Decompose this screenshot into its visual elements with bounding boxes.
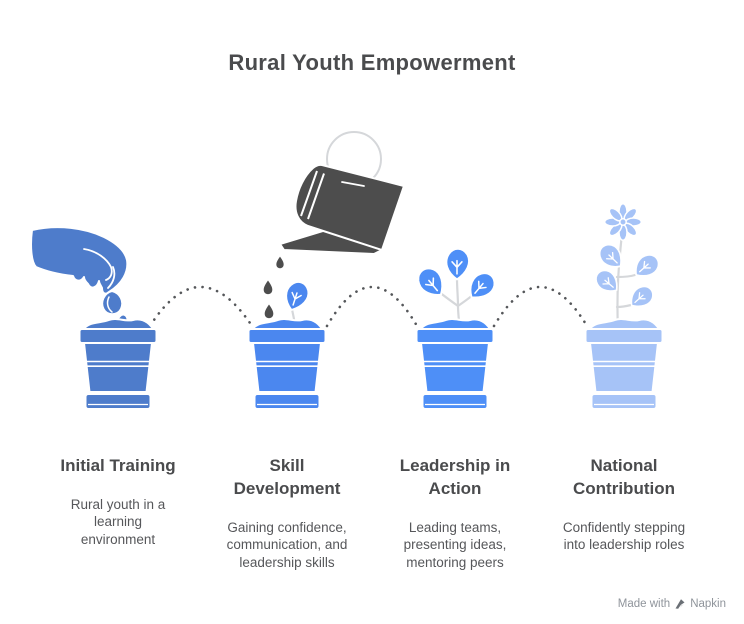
- falling-seed-icon: [101, 289, 124, 316]
- watermark-brand: Napkin: [690, 598, 726, 610]
- stage-column-1: Initial Training Rural youth in a learni…: [33, 455, 203, 549]
- hand-planting-seed-icon: [30, 226, 129, 295]
- stage-description-1: Rural youth in a learning environment: [70, 496, 166, 548]
- stage-column-2: Skill Development Gaining confidence, co…: [202, 455, 372, 572]
- flower-icon: [603, 202, 643, 242]
- connector-arcs: [148, 285, 589, 328]
- stage-heading-3: Leadership in Action: [399, 456, 511, 498]
- watering-can-icon: [279, 131, 405, 255]
- pot-icon-3: [415, 318, 495, 410]
- connector-arc-1: [148, 285, 254, 328]
- stage-description-2: Gaining confidence, communication, and l…: [226, 519, 348, 570]
- flowering-plant-icon: [591, 202, 664, 314]
- pot-icon-2: [247, 318, 327, 410]
- watermark-prefix: Made with: [617, 598, 671, 610]
- young-plant-icon: [412, 247, 501, 306]
- stage-column-3: Leadership in Action Leading teams, pres…: [370, 455, 540, 572]
- sprout-icon: [280, 278, 313, 315]
- water-drops-icon: [263, 256, 284, 319]
- connector-arc-2: [325, 285, 419, 328]
- napkin-logo-icon: [675, 599, 686, 610]
- stage-heading-4: National Contribution: [573, 456, 675, 498]
- connector-arc-3: [492, 285, 589, 328]
- page-title: Rural Youth Empowerment: [228, 50, 516, 75]
- watermark: Made with Napkin: [618, 598, 726, 610]
- stage-description-3: Leading teams, presenting ideas, mentori…: [403, 519, 507, 570]
- pot-icon-1: [78, 318, 158, 410]
- stage-heading-1: Initial Training: [60, 456, 176, 475]
- pot-icon-4: [584, 318, 664, 410]
- stage-description-4: Confidently stepping into leadership rol…: [562, 519, 686, 553]
- stage-column-4: National Contribution Confidently steppi…: [539, 455, 709, 554]
- stage-heading-2: Skill Development: [233, 456, 341, 498]
